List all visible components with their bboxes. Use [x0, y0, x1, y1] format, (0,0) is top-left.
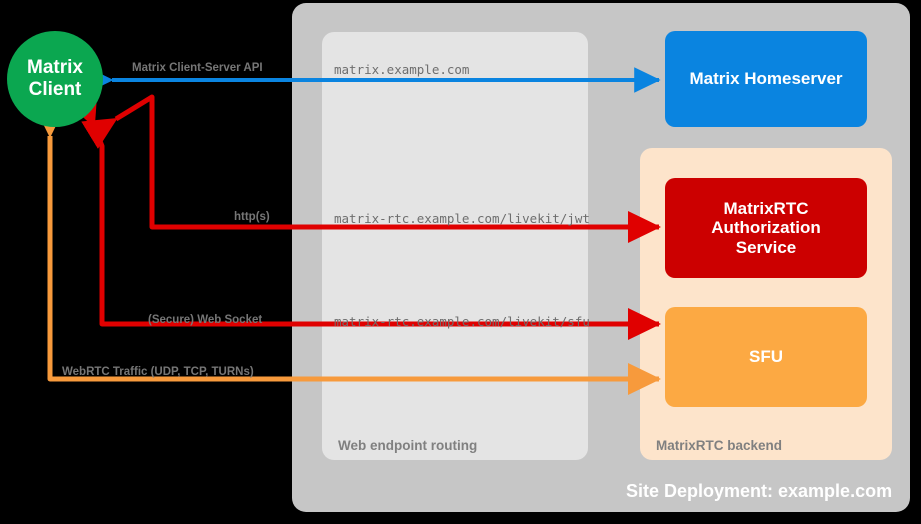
edge-webrtc-traffic	[34, 105, 662, 395]
matrix-homeserver-label: Matrix Homeserver	[689, 69, 843, 89]
auth-service-line1: MatrixRTC	[723, 198, 809, 218]
endpoint-url-livekit-jwt: matrix-rtc.example.com/livekit/jwt	[334, 211, 590, 226]
site-deployment-label: Site Deployment: example.com	[626, 481, 893, 501]
auth-service-line3: Service	[735, 237, 797, 257]
endpoint-url-livekit-sfu: matrix-rtc.example.com/livekit/sfu	[334, 314, 590, 329]
node-sfu[interactable]: SFU	[665, 307, 867, 407]
node-matrix-homeserver[interactable]: Matrix Homeserver	[665, 31, 867, 127]
sfu-label: SFU	[749, 347, 783, 367]
edge-http-jwt	[81, 94, 662, 243]
auth-service-line2: Authorization	[711, 218, 821, 238]
node-matrixrtc-authorization-service[interactable]: MatrixRTC Authorization Service	[665, 178, 867, 278]
edge-label-matrix-client-server-api: Matrix Client-Server API	[132, 62, 263, 74]
matrix-client-line1: Matrix	[27, 57, 83, 79]
edge-label-http: http(s)	[234, 211, 270, 223]
matrix-client-line2: Client	[28, 79, 82, 100]
web-endpoint-routing-label: Web endpoint routing	[338, 438, 478, 453]
edge-label-web-socket: (Secure) Web Socket	[148, 314, 263, 326]
matrixrtc-backend-label: MatrixRTC backend	[656, 438, 783, 453]
endpoint-url-matrix: matrix.example.com	[334, 62, 470, 77]
edge-label-webrtc-traffic: WebRTC Traffic (UDP, TCP, TURNs)	[62, 366, 254, 378]
node-matrix-client[interactable]: Matrix Client	[7, 31, 103, 127]
